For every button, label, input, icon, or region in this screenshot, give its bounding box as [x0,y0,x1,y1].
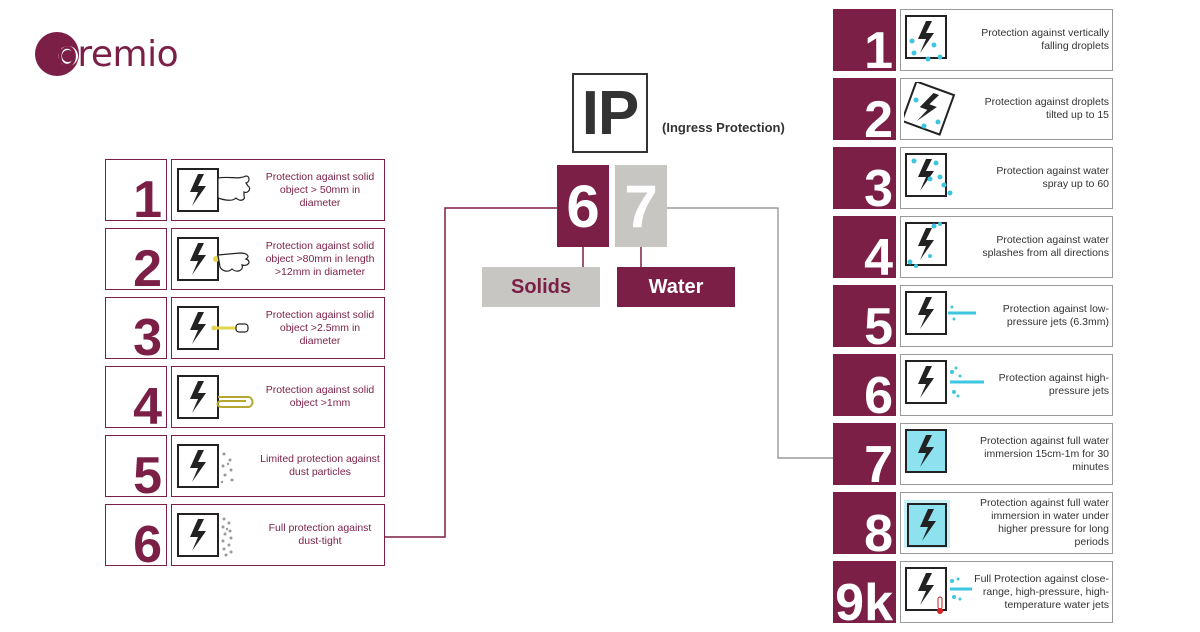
water-card: Protection against vertically falling dr… [900,9,1113,71]
water-row-4: 4 Protection against water splashes from… [833,216,1113,284]
water-row-7: 7 Protection against full water immersio… [833,423,1113,491]
solid-row-3: 3 Protection against solid object >2.5mm… [105,297,385,364]
water-card: Protection against low-pressure jets (6.… [900,285,1113,347]
solid-text: Protection against solid object >2.5mm i… [265,308,375,347]
water-number-box: 2 [833,78,896,146]
water-digit: 7 [615,165,667,247]
water-number-box: 7 [833,423,896,491]
solid-text: Protection against solid object >1mm [265,384,375,409]
water-number-box: 5 [833,285,896,353]
water-card: Protection against water spray up to 60 [900,147,1113,209]
hot-jet-icon [905,567,972,614]
solid-number-box: 2 [105,228,167,295]
solid-number-box: 6 [105,504,167,571]
solid-row-4: 4 Protection against solid object >1mm [105,366,385,433]
solid-card: Protection against solid object >80mm in… [171,228,385,290]
water-row-6: 6 Protection against high-pressure jets [833,354,1113,422]
water-number: 5 [864,298,893,356]
dust-icon [177,444,234,488]
water-row-8: 8 Protection against full water immersio… [833,492,1113,560]
solid-number: 2 [133,240,162,298]
water-row-1: 1 Protection against vertically falling … [833,9,1113,77]
water-number: 9k [835,574,893,632]
water-card: Protection against high-pressure jets [900,354,1113,416]
solid-row-5: 5 Limited protection against dust partic… [105,435,385,502]
water-card: Protection against full water immersion … [900,492,1113,554]
screwdriver-icon [177,306,249,350]
water-number: 6 [864,367,893,425]
water-row-9k: 9k Full Protection against close-range, … [833,561,1113,629]
water-text: Protection against droplets tilted up to… [984,96,1109,121]
water-number-box: 1 [833,9,896,77]
solid-number: 5 [133,447,162,505]
ip-label: IP [572,73,648,153]
water-number-box: 8 [833,492,896,560]
solid-number-box: 5 [105,435,167,502]
solid-text: Limited protection against dust particle… [260,453,380,478]
solid-text: Protection against solid object >80mm in… [265,239,375,278]
water-card: Full Protection against close-range, hig… [900,561,1113,623]
water-card: Protection against full water immersion … [900,423,1113,485]
solid-card: Protection against solid object >1mm [171,366,385,428]
water-row-5: 5 Protection against low-pressure jets (… [833,285,1113,353]
water-number: 7 [864,436,893,494]
logo-text: premio [55,34,179,75]
solid-row-6: 6 Full protection against dust-tight [105,504,385,571]
solid-number-box: 1 [105,159,167,226]
paperclip-icon [177,375,254,419]
solids-tag: Solids [482,267,600,307]
solid-number-box: 3 [105,297,167,364]
solid-number: 3 [133,309,162,367]
solid-card: Full protection against dust-tight [171,504,385,566]
water-text: Protection against water spray up to 60 [996,165,1109,190]
water-text: Protection against full water immersion … [980,497,1109,548]
water-number: 8 [864,505,893,563]
water-text: Protection against water splashes from a… [982,234,1109,259]
solid-number: 1 [133,171,162,229]
water-text: Protection against vertically falling dr… [981,27,1109,52]
solid-text: Protection against solid object > 50mm i… [265,170,375,209]
water-number: 3 [864,160,893,218]
water-number: 2 [864,91,893,149]
premio-logo: premio [33,30,193,80]
water-number-box: 3 [833,147,896,215]
water-number: 4 [864,229,893,287]
tilted-droplets-icon [904,82,956,136]
water-number-box: 6 [833,354,896,422]
solid-number: 6 [133,516,162,574]
water-row-3: 3 Protection against water spray up to 6… [833,147,1113,215]
splash-icon [905,222,947,268]
high-pressure-jet-icon [905,360,984,404]
solid-number-box: 4 [105,366,167,433]
water-tag: Water [617,267,735,307]
solid-card: Protection against solid object >2.5mm i… [171,297,385,359]
water-number: 1 [864,22,893,80]
water-text: Protection against full water immersion … [980,434,1109,473]
solid-card: Protection against solid object > 50mm i… [171,159,385,221]
water-number-box: 9k [833,561,896,629]
water-row-2: 2 Protection against droplets tilted up … [833,78,1113,146]
solid-number: 4 [133,378,162,436]
water-text: Protection against low-pressure jets (6.… [1002,303,1109,328]
water-text: Protection against high-pressure jets [998,372,1109,397]
solid-row-2: 2 Protection against solid object >80mm … [105,228,385,295]
immersion-icon [905,429,947,473]
solid-digit: 6 [557,165,609,247]
solid-text: Full protection against dust-tight [268,522,372,547]
dense-dust-icon [177,513,233,557]
finger-icon [177,237,250,281]
ip-subtitle: (Ingress Protection) [662,120,785,135]
hand-icon [177,168,251,212]
deep-immersion-icon [904,500,950,548]
water-text: Full Protection against close-range, hig… [974,572,1109,611]
low-pressure-jet-icon [905,291,976,335]
water-number-box: 4 [833,216,896,284]
water-card: Protection against droplets tilted up to… [900,78,1113,140]
solid-row-1: 1 Protection against solid object > 50mm… [105,159,385,226]
falling-droplets-icon [905,15,947,62]
water-card: Protection against water splashes from a… [900,216,1113,278]
solid-card: Limited protection against dust particle… [171,435,385,497]
water-spray-icon [905,153,953,197]
